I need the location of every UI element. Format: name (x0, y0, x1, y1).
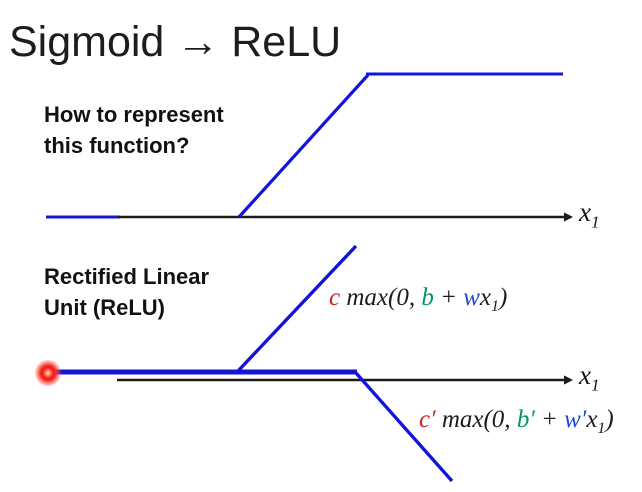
formula-segment: ) (499, 284, 508, 311)
x-axis-arrowhead (564, 375, 573, 385)
formula-segment: + (534, 406, 565, 433)
formula-segment: ) (605, 406, 614, 433)
bottom-x-axis-label: x1 (579, 360, 600, 395)
formula-segment: max(0, (340, 284, 422, 311)
formula-segment: c (329, 284, 341, 311)
axis-variable: x (579, 360, 591, 390)
formula-segment: w (463, 284, 480, 311)
formula-segment: 1 (597, 420, 606, 437)
caption-line: Unit (ReLU) (44, 295, 165, 320)
sigmoid-ramp-segment (237, 73, 370, 219)
bottom-figure-caption: Rectified Linear Unit (ReLU) (44, 261, 209, 323)
axis-variable: x (579, 197, 591, 227)
formula-segment: + (433, 284, 464, 311)
relu-negative-slope-formula: c′ max(0, b′ + w′x1) (419, 406, 614, 437)
caption-line: Rectified Linear (44, 264, 210, 289)
x-axis-arrowhead (564, 212, 573, 222)
laser-pointer-dot (35, 360, 61, 386)
formula-segment: c′ (419, 406, 436, 433)
top-figure-caption: How to represent this function? (44, 99, 224, 161)
axis-subscript: 1 (590, 212, 600, 232)
formula-segment: w′ (564, 406, 587, 433)
formula-segment: b (421, 284, 434, 311)
caption-line: How to represent (44, 102, 224, 127)
top-x-axis-label: x1 (579, 197, 600, 232)
axis-subscript: 1 (590, 375, 600, 395)
formula-segment: 1 (491, 298, 500, 315)
formula-segment: x (479, 284, 492, 311)
formula-segment: x (586, 406, 598, 433)
caption-line: this function? (44, 133, 190, 158)
formula-segment: max(0, (435, 406, 517, 433)
slide-title: Sigmoid → ReLU (9, 18, 342, 66)
relu-positive-slope-formula: c max(0, b + wx1) (329, 284, 508, 315)
formula-segment: b′ (516, 406, 535, 433)
